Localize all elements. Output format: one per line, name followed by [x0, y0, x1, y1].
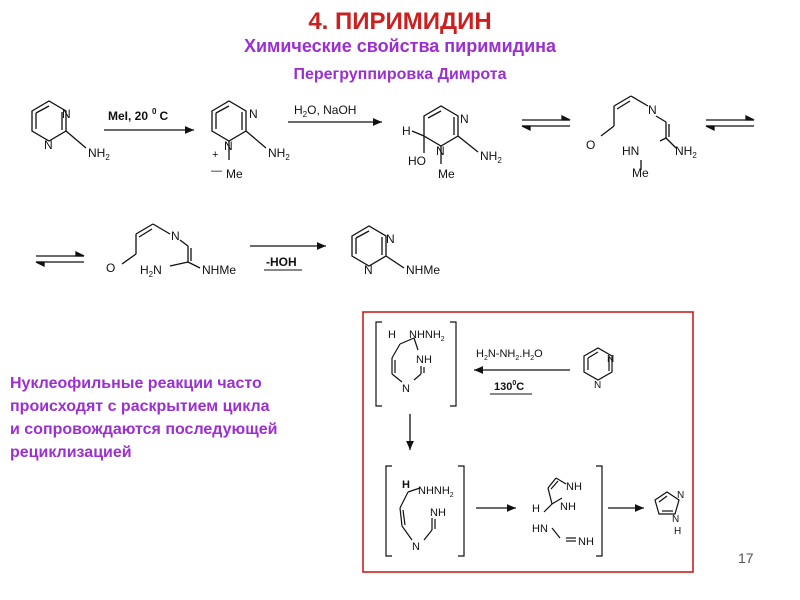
atom-n: N: [249, 107, 258, 121]
bracket-right: [596, 465, 603, 557]
atom-nh: NH: [566, 481, 582, 493]
atom-n: N: [677, 490, 684, 501]
molecule-hydrazine-adduct: [391, 337, 425, 383]
charge-plus: +: [212, 149, 218, 161]
molecule-open-chain-isomer: [121, 223, 201, 269]
atom-nh: NH: [578, 536, 594, 548]
atom-n: N: [607, 354, 614, 365]
atom-nh2: NH2: [268, 146, 290, 162]
group-nhnh2: NHNH2: [409, 329, 445, 343]
atom-n: N: [672, 514, 679, 525]
molecule-pyrazole: [654, 491, 680, 515]
equilibrium-arrows: [705, 114, 755, 132]
note-line: рециклизацией: [10, 444, 132, 461]
group-hn: HN: [622, 144, 639, 158]
group-nhme: NHMe: [406, 263, 440, 277]
group-hn: HN: [532, 523, 548, 535]
reagent-label: H2N-NH2.H2O: [476, 348, 543, 362]
atom-n: N: [460, 112, 469, 126]
molecule-open-chain: [600, 95, 677, 170]
group-hydroxy: HO: [408, 154, 426, 168]
group-nhme: NHMe: [202, 263, 236, 277]
equilibrium-arrows: [35, 250, 85, 268]
molecule-pyrimidine: [583, 347, 613, 381]
atom-n: N: [364, 263, 373, 277]
note-line: Нуклеофильные реакции часто: [10, 375, 262, 392]
atom-n: N: [224, 139, 233, 153]
molecule-hydroxy-adduct: [411, 105, 479, 164]
molecule-aminopyrimidine: [31, 100, 87, 149]
bracket-left: [375, 321, 457, 407]
atom-h: H: [532, 503, 540, 515]
atom-o: O: [106, 261, 115, 275]
atom-nh: NH: [416, 354, 432, 366]
atom-n: N: [648, 103, 657, 117]
atom-nh: NH: [560, 501, 576, 513]
group-h2n: H2N: [140, 263, 162, 279]
atom-n: N: [62, 107, 71, 121]
atom-nh2: NH2: [88, 146, 110, 162]
equilibrium-arrows: [521, 114, 571, 132]
atom-n: N: [436, 144, 445, 158]
atom-n: N: [402, 383, 410, 395]
slide-title: 4. ПИРИМИДИН: [308, 8, 492, 35]
slide-subtitle: Химические свойства пиримидина: [243, 36, 557, 56]
atom-n: N: [412, 541, 420, 553]
group-methyl: Me: [226, 167, 243, 181]
atom-n: N: [594, 380, 601, 391]
section-title: Перегруппировка Димрота: [293, 66, 507, 83]
reagent-label: H2O, NaOH: [294, 103, 356, 119]
atom-nh2: NH2: [675, 144, 697, 160]
page-number: 17: [738, 550, 754, 566]
atom-o: O: [586, 138, 595, 152]
charge-minus: —: [211, 165, 222, 177]
atom-n: N: [44, 138, 53, 152]
group-methyl: Me: [438, 167, 455, 181]
atom-nh2: NH2: [480, 149, 502, 165]
reagent-label: -HOH: [266, 255, 297, 269]
note-text: Нуклеофильные реакции часто происходят с…: [10, 372, 360, 464]
group-nhnh2: NHNH2: [418, 485, 454, 499]
note-line: и сопровождаются последующей: [10, 421, 278, 438]
bracket-left: [385, 465, 465, 557]
molecule-open-hydrazone: [399, 487, 436, 541]
molecule-methylaminopyrimidine: [351, 225, 405, 269]
hydrazine-reaction-box: [362, 311, 694, 573]
atom-nh: NH: [430, 507, 446, 519]
temperature-label: 1300C: [494, 380, 524, 393]
atom-n: N: [386, 232, 395, 246]
atom-h: H: [388, 329, 396, 341]
atom-h: H: [674, 526, 681, 537]
molecule-pyrazoline-intermediate: [543, 477, 576, 542]
atom-n: N: [171, 229, 180, 243]
atom-h: H: [402, 124, 411, 138]
atom-h: H: [402, 479, 410, 491]
group-methyl: Me: [632, 166, 649, 180]
molecule-methylpyrimidinium: [211, 100, 267, 160]
note-line: происходят с раскрытием цикла: [10, 398, 270, 415]
